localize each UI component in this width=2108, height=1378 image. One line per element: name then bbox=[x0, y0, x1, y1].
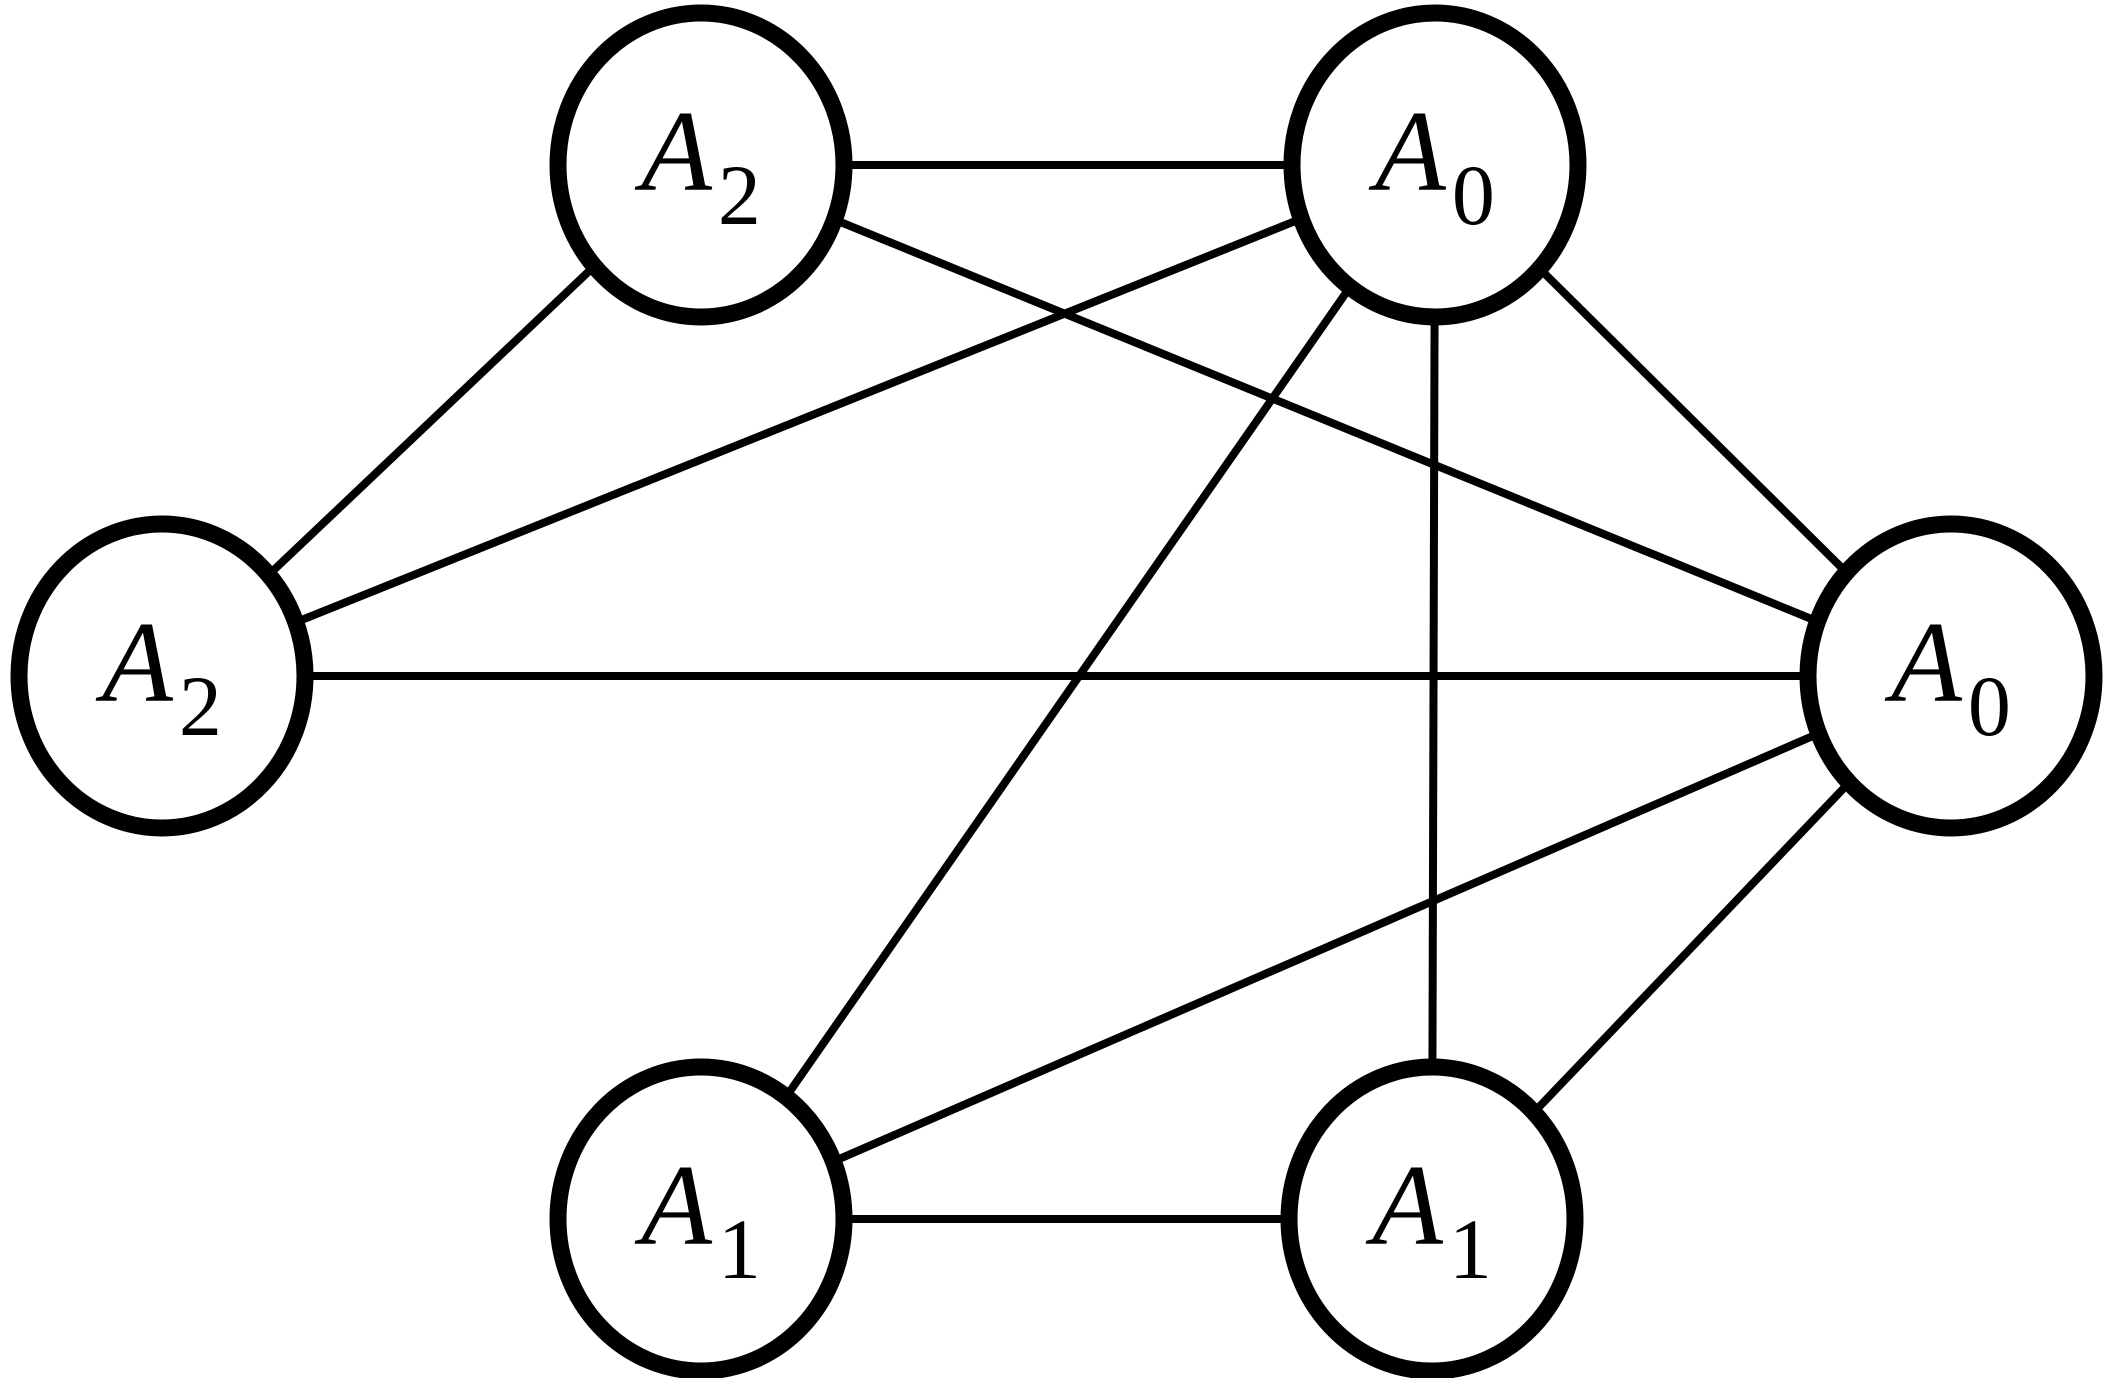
node-n-top-left: A2 bbox=[549, 4, 853, 326]
node-label-letter: A bbox=[1365, 1142, 1444, 1270]
node-label-letter: A bbox=[1884, 599, 1963, 727]
node-circle bbox=[1283, 4, 1587, 326]
node-label-subscript: 2 bbox=[179, 658, 222, 754]
node-label-subscript: 0 bbox=[1452, 147, 1495, 243]
edge-n-top-right-n-bottom-left bbox=[697, 162, 1439, 1222]
node-label: A1 bbox=[1365, 1142, 1492, 1297]
node-circle bbox=[1799, 515, 2103, 837]
node-label: A0 bbox=[1884, 599, 2011, 754]
node-label: A2 bbox=[634, 88, 761, 243]
node-n-top-right: A0 bbox=[1283, 4, 1587, 326]
edge-n-mid-right-n-bottom-left bbox=[699, 672, 1953, 1223]
edges-layer bbox=[159, 161, 1954, 1223]
node-label-letter: A bbox=[634, 88, 713, 216]
node-n-bottom-left: A1 bbox=[549, 1058, 853, 1378]
node-label: A2 bbox=[95, 599, 222, 754]
node-label-subscript: 0 bbox=[1968, 658, 2011, 754]
node-circle bbox=[549, 1058, 853, 1378]
edge-n-top-right-n-mid-left bbox=[160, 161, 1437, 680]
node-label-subscript: 2 bbox=[718, 147, 761, 243]
node-circle bbox=[1280, 1058, 1584, 1378]
node-label-letter: A bbox=[95, 599, 174, 727]
node-label: A0 bbox=[1368, 88, 1495, 243]
node-n-mid-left: A2 bbox=[10, 515, 314, 837]
edge-n-top-left-n-mid-right bbox=[699, 161, 1953, 680]
node-circle bbox=[10, 515, 314, 837]
node-n-bottom-right: A1 bbox=[1280, 1058, 1584, 1378]
node-label: A1 bbox=[634, 1142, 761, 1297]
node-label-letter: A bbox=[634, 1142, 713, 1270]
node-circle bbox=[549, 4, 853, 326]
node-label-subscript: 1 bbox=[718, 1201, 761, 1297]
node-label-letter: A bbox=[1368, 88, 1447, 216]
node-label-subscript: 1 bbox=[1449, 1201, 1492, 1297]
edge-n-top-right-n-bottom-right bbox=[1428, 164, 1439, 1220]
node-n-mid-right: A0 bbox=[1799, 515, 2103, 837]
